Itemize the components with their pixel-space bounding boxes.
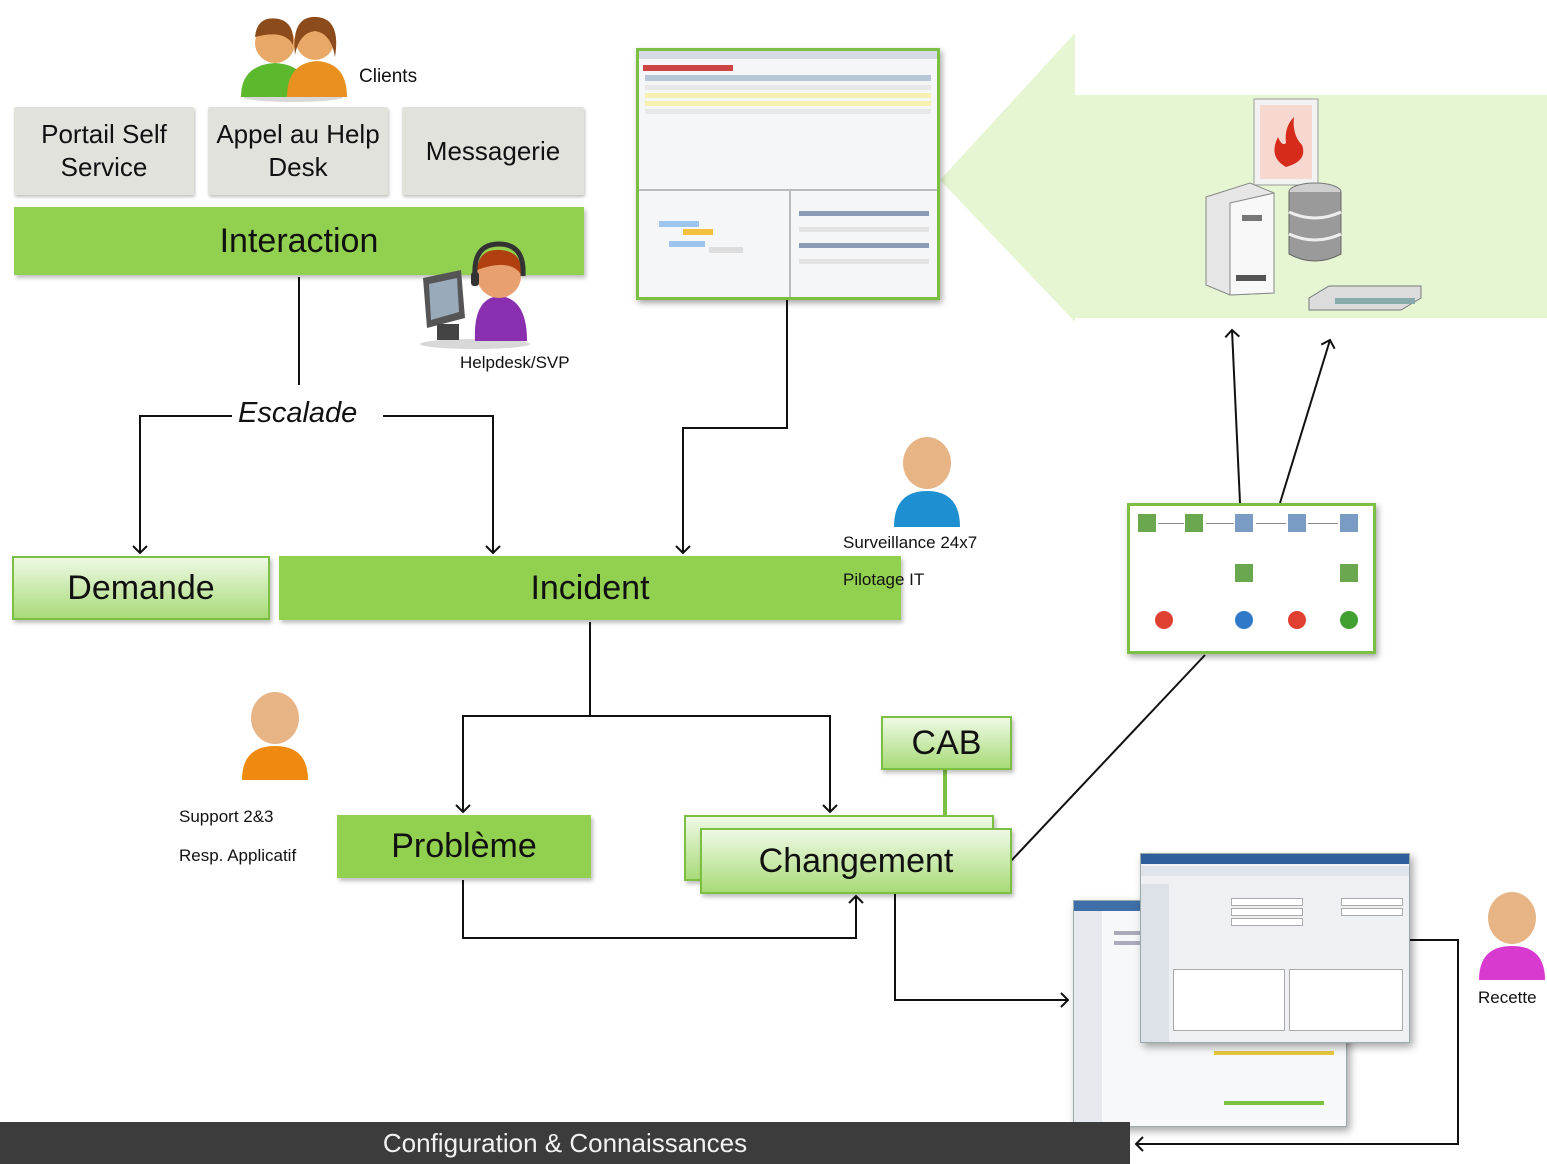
clients-label: Clients	[359, 66, 418, 87]
support-label: Support 2&3	[179, 807, 274, 826]
defect-details-screenshot	[1140, 853, 1410, 1043]
network-switch-icon	[1308, 285, 1422, 311]
clients-people-icon	[241, 16, 347, 102]
pilotage-label: Pilotage IT	[843, 570, 925, 589]
changement-box: Changement	[700, 828, 1012, 894]
person-icon	[242, 692, 308, 780]
resp-app-label: Resp. Applicatif	[179, 846, 297, 865]
firewall-icon	[1253, 98, 1319, 186]
workflow-screenshot	[1127, 503, 1376, 654]
database-icon	[1288, 182, 1342, 262]
helpdesk-agent-icon	[420, 241, 530, 349]
helpdesk-label: Helpdesk/SVP	[460, 353, 570, 372]
escalade-label: Escalade	[238, 397, 358, 429]
channel-messagerie: Messagerie	[402, 107, 584, 195]
person-icon	[894, 437, 960, 527]
demande-box: Demande	[12, 556, 270, 620]
cab-box: CAB	[881, 716, 1012, 770]
server-icon	[1205, 182, 1275, 296]
interaction-bar: Interaction	[14, 207, 584, 275]
monitoring-console-screenshot	[636, 48, 940, 300]
channel-appel: Appel au Help Desk	[208, 107, 388, 195]
configuration-connaissances-bar: Configuration & Connaissances	[0, 1122, 1130, 1164]
channel-portail: Portail Self Service	[14, 107, 194, 195]
person-icon	[1479, 892, 1545, 980]
monitoring-arrow-shape	[940, 33, 1547, 322]
surveillance-label: Surveillance 24x7	[843, 533, 978, 552]
incident-bar: Incident	[279, 556, 901, 620]
recette-label: Recette	[1478, 988, 1537, 1007]
probleme-bar: Problème	[337, 815, 591, 878]
